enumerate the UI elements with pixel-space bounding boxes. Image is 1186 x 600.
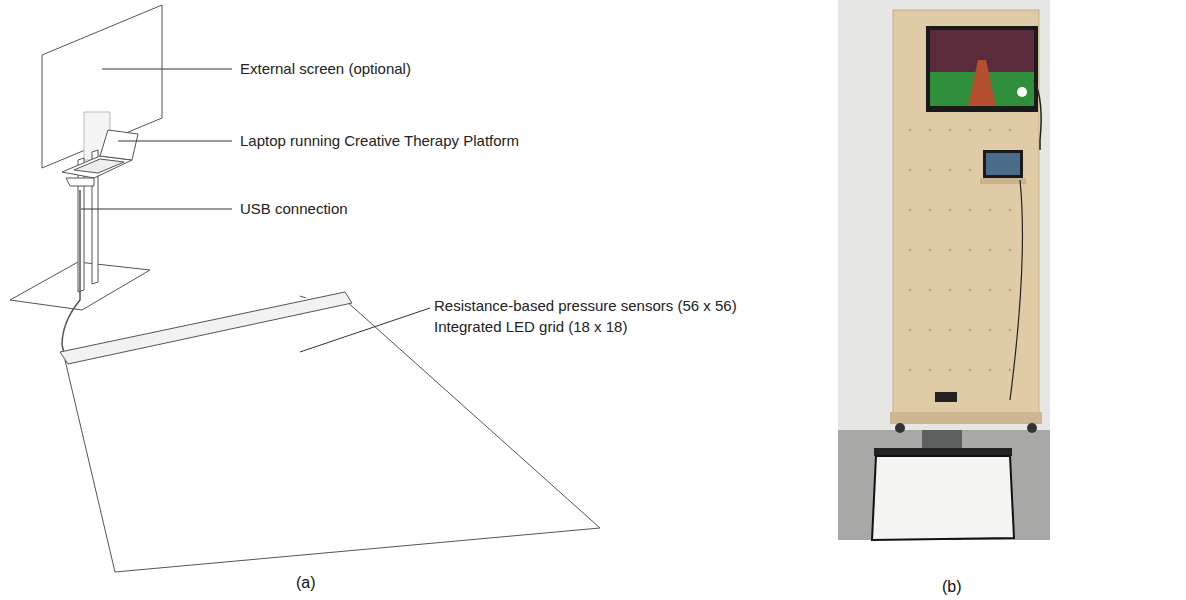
panel-caption: (b) bbox=[942, 578, 962, 596]
drawing-circle bbox=[969, 369, 972, 372]
drawing-circle bbox=[969, 209, 972, 212]
callout-label: USB connection bbox=[240, 200, 348, 218]
drawing-circle bbox=[1009, 249, 1012, 252]
drawing-circle bbox=[909, 209, 912, 212]
laptop-screen bbox=[100, 130, 138, 160]
drawing-circle bbox=[989, 249, 992, 252]
drawing-circle bbox=[949, 249, 952, 252]
drawing-circle bbox=[969, 249, 972, 252]
wheel bbox=[895, 423, 905, 433]
drawing-circle bbox=[1009, 369, 1012, 372]
drawing-circle bbox=[969, 289, 972, 292]
board-base bbox=[890, 412, 1042, 424]
drawing-circle bbox=[929, 289, 932, 292]
callout-label: Laptop running Creative Therapy Platform bbox=[240, 132, 519, 150]
cable bbox=[1034, 80, 1041, 150]
photo-floor bbox=[838, 430, 1050, 540]
drawing-circle bbox=[949, 369, 952, 372]
mat-top-bar bbox=[60, 292, 352, 364]
power-box bbox=[935, 392, 957, 402]
drawing-circle bbox=[989, 369, 992, 372]
leader-line bbox=[102, 69, 232, 70]
drawing-circle bbox=[969, 129, 972, 132]
drawing-circle bbox=[989, 209, 992, 212]
drawing-circle bbox=[1009, 289, 1012, 292]
drawing-circle bbox=[929, 169, 932, 172]
drawing-circle bbox=[909, 289, 912, 292]
drawing-circle bbox=[909, 329, 912, 332]
drawing-circle bbox=[1009, 209, 1012, 212]
cable bbox=[1010, 180, 1022, 400]
mat-bar bbox=[874, 448, 1012, 456]
drawing-circle bbox=[929, 209, 932, 212]
callout-label: Resistance-based pressure sensors (56 x … bbox=[434, 297, 737, 315]
leader-lines bbox=[81, 69, 430, 352]
tray-edge bbox=[66, 178, 94, 186]
drawing-circle bbox=[909, 169, 912, 172]
drawing-circle bbox=[949, 209, 952, 212]
wheel bbox=[1027, 423, 1037, 433]
tv-screen bbox=[930, 30, 1034, 106]
game-icon bbox=[1017, 87, 1027, 97]
drawing-circle bbox=[969, 169, 972, 172]
photo bbox=[838, 0, 1050, 540]
tv-frame bbox=[926, 26, 1038, 112]
usb-cable bbox=[62, 190, 80, 360]
drawing-circle bbox=[909, 249, 912, 252]
drawing-circle bbox=[929, 249, 932, 252]
game-track bbox=[968, 60, 996, 106]
drawing-circle bbox=[949, 329, 952, 332]
drawing-circle bbox=[1009, 129, 1012, 132]
photo-mat bbox=[872, 456, 1014, 540]
callout-label: Integrated LED grid (18 x 18) bbox=[434, 318, 627, 336]
drawing-circle bbox=[949, 169, 952, 172]
drawing-circle bbox=[989, 129, 992, 132]
drawing-circle bbox=[909, 129, 912, 132]
mat-logo bbox=[300, 296, 306, 298]
leader-line bbox=[300, 308, 430, 352]
drawing-circle bbox=[929, 329, 932, 332]
drawing-circle bbox=[929, 129, 932, 132]
drawing-circle bbox=[969, 329, 972, 332]
laptop-tray bbox=[62, 156, 132, 178]
leader-line bbox=[118, 141, 232, 142]
panel-caption: (a) bbox=[296, 574, 316, 592]
line-drawing bbox=[10, 5, 600, 572]
drawing-circle bbox=[929, 369, 932, 372]
callout-label: External screen (optional) bbox=[240, 60, 411, 78]
wooden-board bbox=[893, 10, 1039, 415]
laptop-keyboard bbox=[74, 159, 124, 173]
tablet-shelf bbox=[980, 178, 1026, 184]
drawing-circle bbox=[949, 129, 952, 132]
drawing-circle bbox=[949, 289, 952, 292]
photo-wall bbox=[838, 0, 1050, 430]
drawing-circle bbox=[1009, 329, 1012, 332]
leader-line bbox=[81, 209, 232, 210]
drawing-circle bbox=[989, 289, 992, 292]
tablet-screen bbox=[986, 153, 1020, 175]
drawing-circle bbox=[909, 369, 912, 372]
tablet bbox=[983, 150, 1023, 180]
external-screen bbox=[42, 5, 162, 168]
drawing-circle bbox=[989, 329, 992, 332]
